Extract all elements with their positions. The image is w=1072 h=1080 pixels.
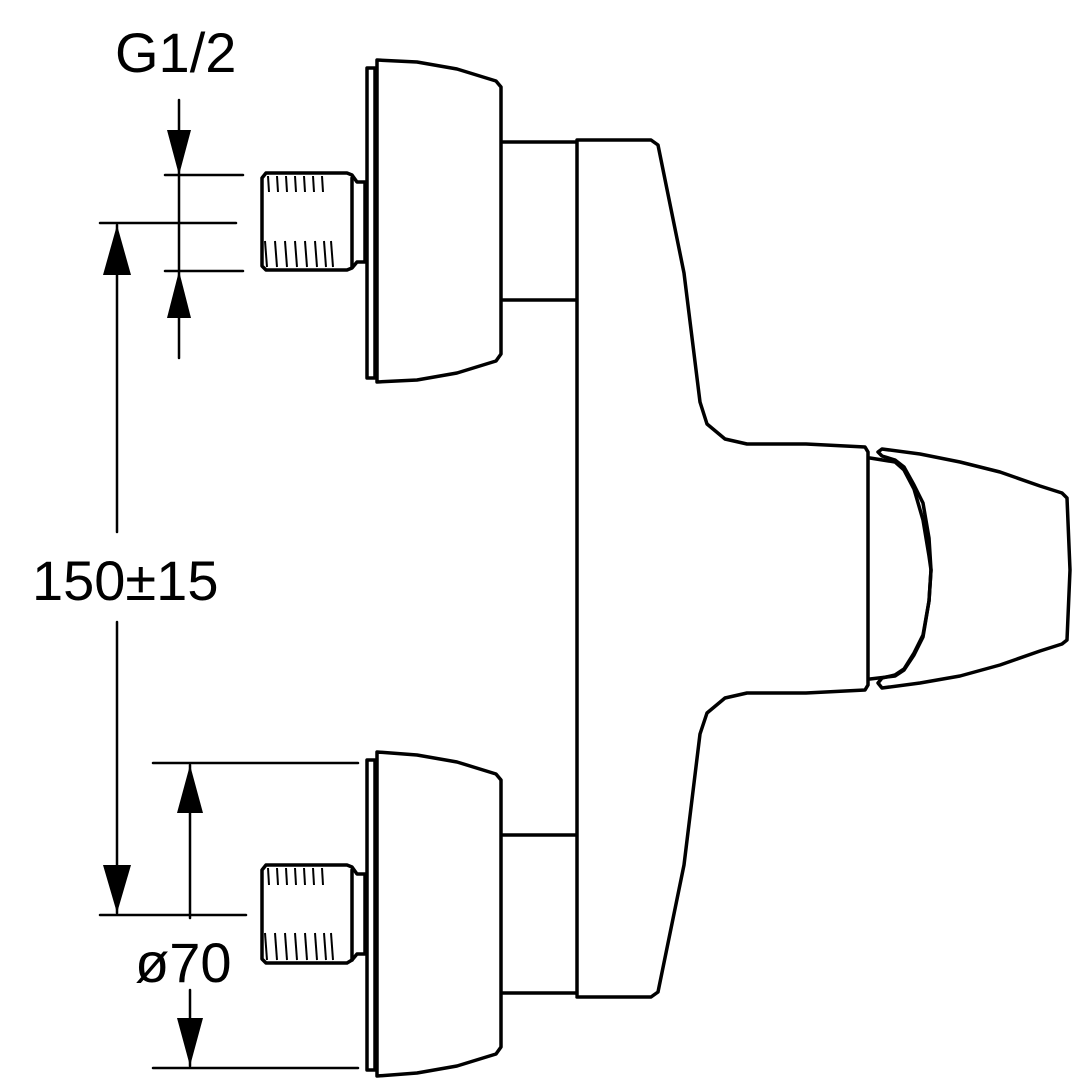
lower-escutcheon [365,750,503,1078]
arrow-up-icon [167,271,191,318]
escutcheon-dimension [151,761,360,1070]
escutcheon-diameter-label: ø70 [135,931,232,994]
lower-inlet-fitting [260,863,367,965]
arrow-up-icon [177,765,203,813]
body-connectors [501,140,578,995]
center-distance-dimension [98,221,248,917]
arrow-up-icon [103,225,131,275]
thread-size-label: G1/2 [115,21,236,84]
mixer-body [575,138,870,999]
arrow-down-icon [177,1018,203,1066]
upper-inlet-fitting [260,171,367,272]
mixer-handle [868,447,1072,690]
center-distance-label: 150±15 [32,549,218,612]
arrow-down-icon [103,865,131,913]
arrow-down-icon [167,130,191,175]
upper-escutcheon [365,58,503,384]
thread-dimension [163,98,245,360]
